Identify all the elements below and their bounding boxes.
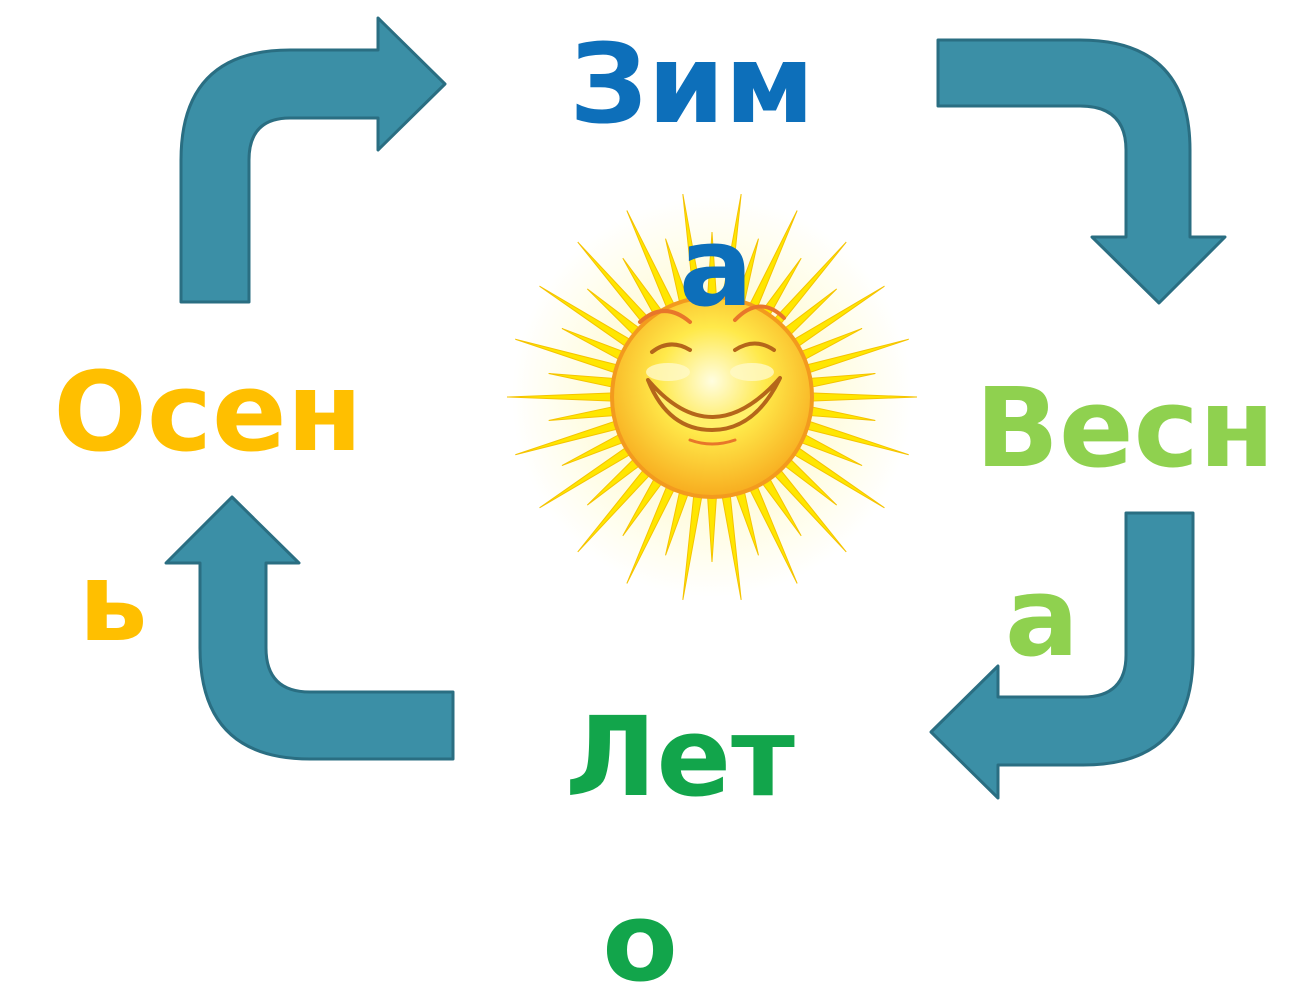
left-eye	[650, 342, 692, 354]
smiling-sun-icon	[506, 193, 918, 601]
season-label-winter-end: а	[679, 203, 753, 331]
season-label-summer-end: о	[602, 878, 678, 988]
smile	[646, 376, 782, 432]
arrow-winter-to-spring	[936, 38, 1227, 305]
season-label-winter: Зим	[569, 20, 814, 148]
season-label-autumn: Осен	[53, 348, 362, 476]
season-label-spring: Весн	[975, 364, 1275, 492]
season-label-summer: Лет	[565, 693, 795, 821]
right-eye	[733, 341, 776, 352]
season-label-spring-end: а	[1005, 553, 1079, 681]
season-label-autumn-end: ь	[78, 538, 148, 666]
arrow-spring-to-summer	[929, 511, 1195, 800]
sun-rays	[506, 193, 918, 601]
arrow-summer-to-autumn	[164, 495, 455, 761]
arrow-autumn-to-winter	[179, 16, 447, 304]
